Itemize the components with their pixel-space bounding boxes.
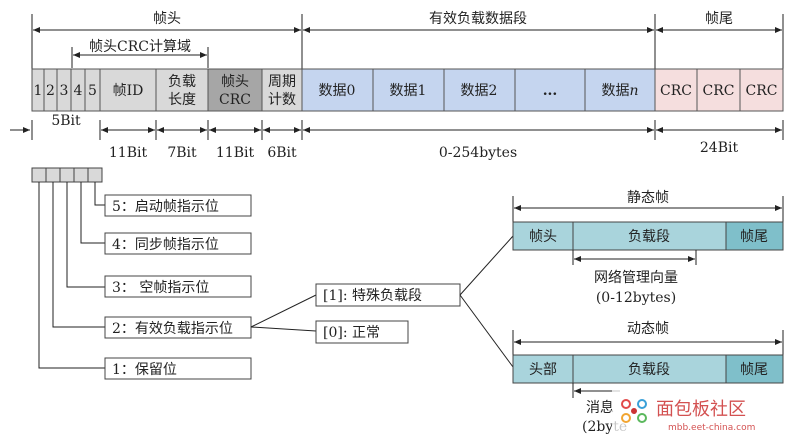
head-crc-field-line2: CRC — [219, 92, 251, 108]
indicator-startup: 5：启动帧指示位 — [112, 199, 219, 215]
data1-field: 数据1 — [390, 83, 427, 99]
bit-5: 5 — [88, 83, 97, 99]
branches: [1]: 特殊负载段 [0]: 正常 — [250, 235, 514, 368]
payload-label: 有效负载数据段 — [429, 11, 527, 27]
size-6bit: 6Bit — [267, 145, 297, 161]
frame-head-label: 帧头 — [153, 11, 181, 27]
watermark-url: mbb.eet-china.com — [668, 423, 755, 433]
crc-field-1: CRC — [660, 83, 692, 99]
dynamic-frame: 动态帧 头部 负载段 帧尾 消息 (2byte — [512, 321, 784, 435]
indicator-null: 3： 空帧指示位 — [112, 280, 209, 296]
dynamic-note-1: 消息 — [586, 399, 614, 416]
crc-field-2: CRC — [703, 83, 735, 99]
branch-special: [1]: 特殊负载段 — [323, 288, 422, 304]
datan-field: 数据n — [601, 83, 638, 99]
bit-1: 1 — [34, 83, 43, 99]
size-5bit: 5Bit — [51, 113, 81, 129]
watermark: 面包板社区 mbb.eet-china.com — [612, 386, 788, 438]
crc-range-label: 帧头CRC计算域 — [89, 39, 191, 55]
static-note-1: 网络管理向量 — [594, 270, 678, 286]
frame-tail-label: 帧尾 — [705, 11, 733, 27]
static-frame-title: 静态帧 — [627, 190, 669, 206]
static-note-2: (0-12bytes) — [596, 290, 676, 306]
frame-id-field: 帧ID — [113, 83, 144, 99]
static-head: 帧头 — [529, 229, 557, 245]
dynamic-head: 头部 — [529, 362, 557, 378]
size-payload: 0-254bytes — [439, 145, 517, 161]
static-tail: 帧尾 — [740, 229, 768, 245]
dynamic-tail: 帧尾 — [740, 362, 768, 378]
head-crc-field-line1: 帧头 — [221, 74, 249, 90]
indicator-tree: 5：启动帧指示位 4：同步帧指示位 3： 空帧指示位 2：有效负载指示位 1：保… — [31, 167, 252, 380]
payload-length-field-line2: 长度 — [168, 92, 196, 108]
cycle-count-field-line2: 计数 — [268, 92, 296, 108]
static-payload: 负载段 — [628, 229, 670, 245]
bit-4: 4 — [74, 83, 83, 99]
crc-field-3: CRC — [746, 83, 778, 99]
branch-normal: [0]: 正常 — [323, 325, 380, 341]
static-frame: 静态帧 帧头 负载段 帧尾 网络管理向量 (0-12bytes) — [512, 190, 784, 306]
ellipsis-field: ... — [543, 83, 558, 99]
bit-2: 2 — [46, 83, 55, 99]
dynamic-payload: 负载段 — [628, 362, 670, 378]
cycle-count-field-line1: 周期 — [268, 74, 296, 90]
frame-bar: 1 2 3 4 5 帧ID 负载 长度 帧头 CRC 周期 计数 数据0 数据1… — [31, 68, 784, 112]
data2-field: 数据2 — [461, 83, 498, 99]
size-tail: 24Bit — [700, 140, 739, 156]
data0-field: 数据0 — [319, 83, 356, 99]
watermark-logo-icon — [621, 399, 647, 423]
indicator-payload-preamble: 2：有效负载指示位 — [112, 321, 233, 337]
size-11bit-b: 11Bit — [216, 145, 255, 161]
size-row: 5Bit 11Bit 7Bit 11Bit 6Bit 0-254bytes 24… — [10, 113, 784, 161]
size-7bit: 7Bit — [167, 145, 197, 161]
size-11bit-a: 11Bit — [109, 145, 148, 161]
indicator-reserved: 1：保留位 — [112, 362, 177, 378]
top-span-labels: 帧头 有效负载数据段 帧尾 帧头CRC计算域 — [31, 11, 784, 108]
payload-length-field-line1: 负载 — [168, 74, 196, 90]
bit-3: 3 — [60, 83, 69, 99]
dynamic-frame-title: 动态帧 — [627, 321, 669, 337]
indicator-sync: 4：同步帧指示位 — [112, 237, 219, 253]
watermark-text: 面包板社区 — [656, 399, 746, 420]
